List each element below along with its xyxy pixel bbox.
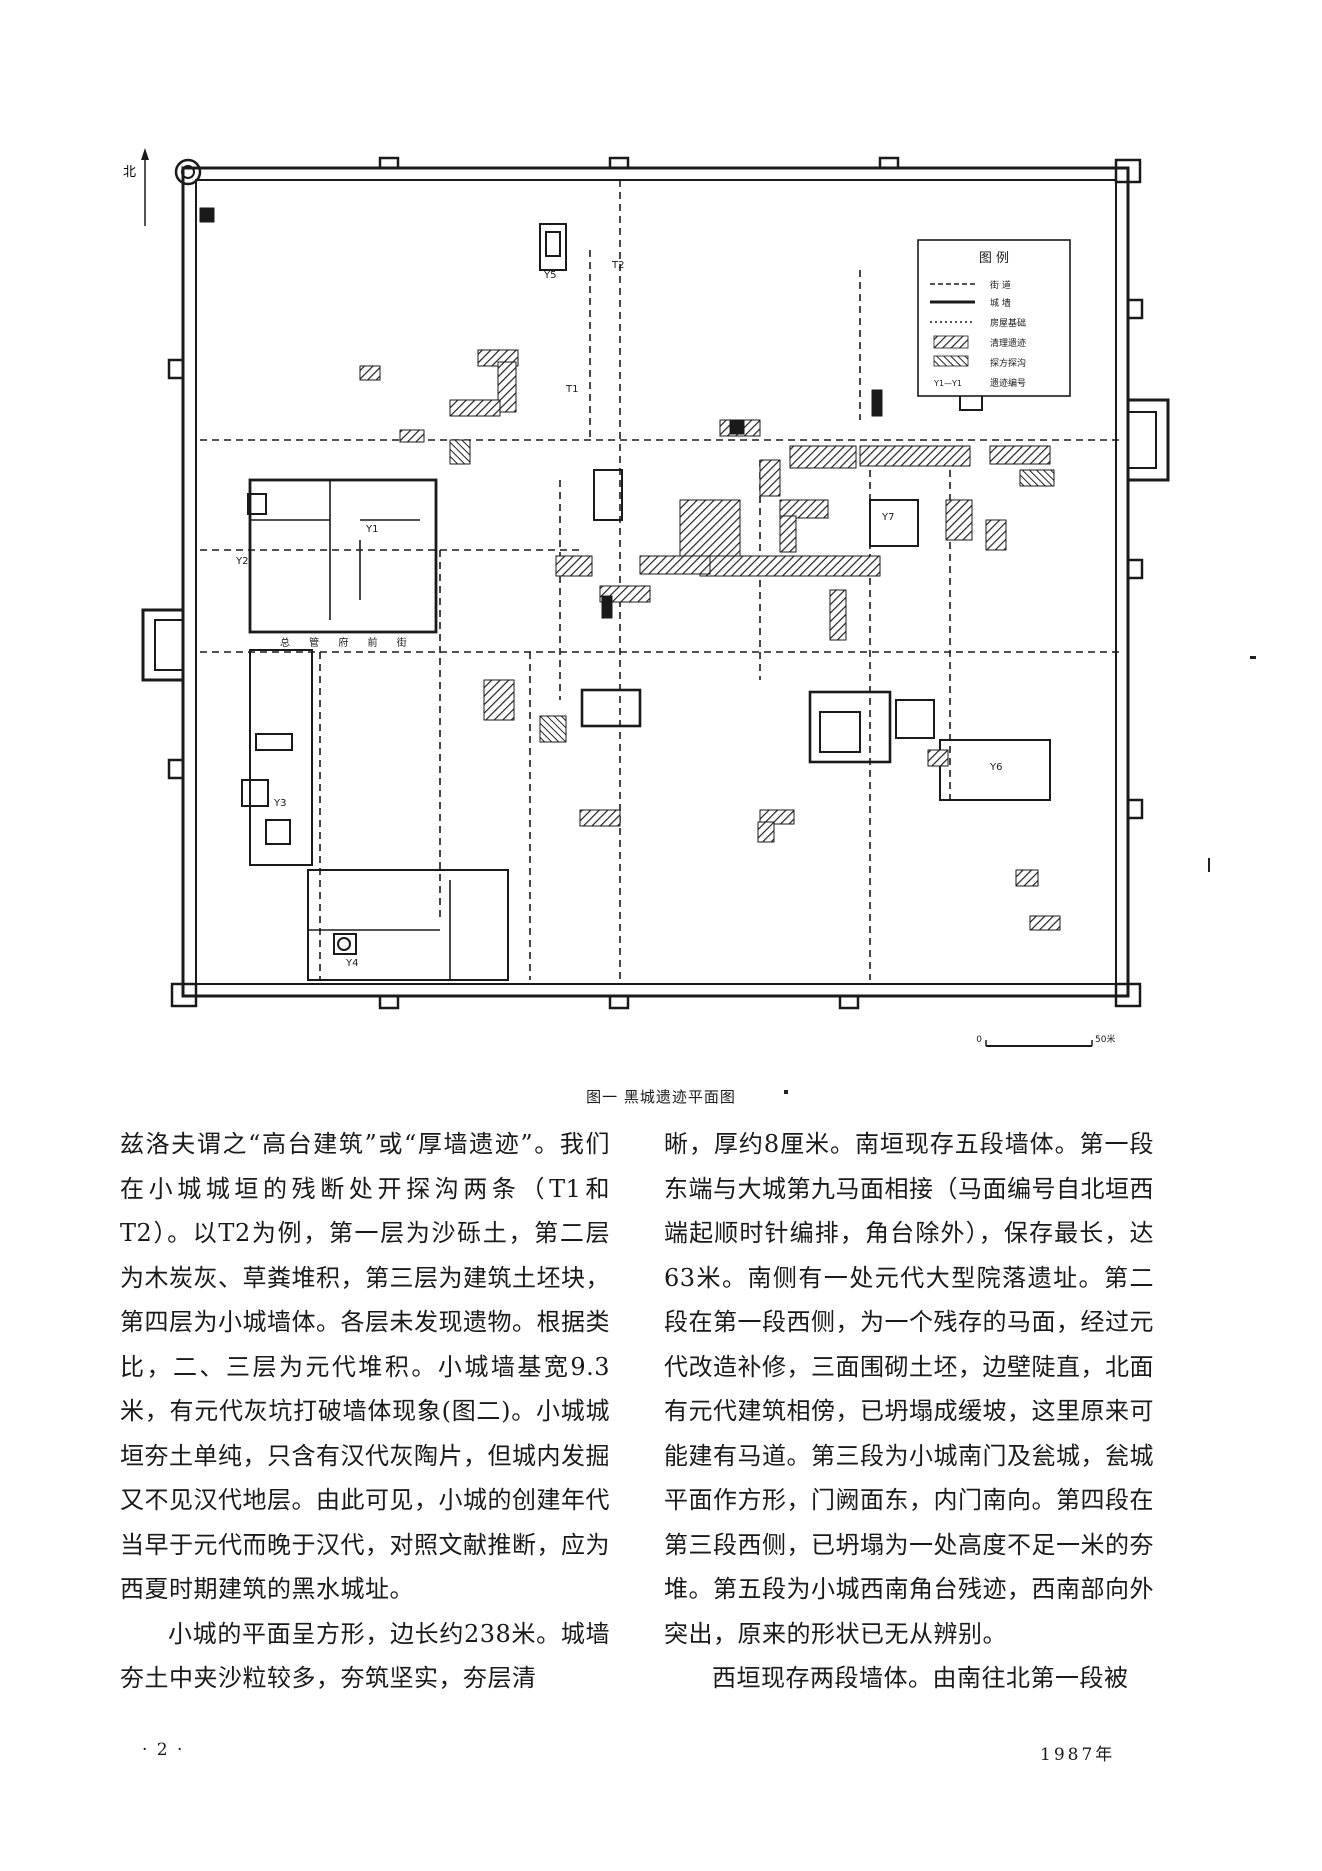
site-label: Y1 (365, 524, 378, 535)
outer-city-wall (141, 156, 1170, 1010)
site-plan-map: 北 (123, 148, 1170, 1047)
site-label: Y6 (989, 762, 1002, 773)
map-legend: 图 例 街 道 城 墙 房屋基础 清理遗迹 探方探沟 Y1—Y1 遗迹编号 (917, 239, 1071, 397)
north-label: 北 (123, 165, 136, 180)
legend-swatch-cleared (933, 335, 969, 349)
building-structures (241, 223, 1051, 955)
legend-swatch-trench (933, 355, 969, 367)
paragraph: 晰，厚约8厘米。南垣现存五段墙体。第一段东端与大城第九马面相接（马面编号自北垣西… (664, 1130, 1154, 1648)
cleared-remains (359, 349, 1061, 931)
north-arrow: 北 (123, 148, 149, 226)
paragraph: 小城的平面呈方形，边长约238米。城墙夯土中夹沙粒较多，夯筑坚实，夯层清 (120, 1619, 610, 1693)
site-label: Y4 (345, 958, 358, 969)
legend-item: 街 道 (990, 279, 1011, 291)
site-label: Y2 (235, 556, 248, 567)
site-label: Y7 (881, 512, 894, 523)
site-labels: Y1 Y2 Y3 Y4 Y5 Y6 Y7 T1 T2 总 管 府 前 街 (235, 260, 1002, 969)
street-label: 总 管 府 前 街 (280, 636, 415, 649)
site-label: Y3 (273, 798, 286, 809)
scale-start: 0 (976, 1035, 982, 1045)
legend-code: Y1—Y1 (933, 379, 962, 388)
legend-item: 房屋基础 (990, 317, 1026, 329)
text-column-right: 晰，厚约8厘米。南垣现存五段墙体。第一段东端与大城第九马面相接（马面编号自北垣西… (664, 1122, 1154, 1701)
scan-speck (784, 1090, 788, 1094)
legend-item: 遗迹编号 (990, 377, 1026, 389)
scale-bar: 0 50米 (976, 1033, 1115, 1047)
site-label: Y5 (543, 270, 556, 281)
legend-item: 清理遗迹 (990, 337, 1026, 349)
inner-city (248, 478, 509, 981)
legend-item: 探方探沟 (990, 357, 1026, 369)
figure-caption: 图一 黑城遗迹平面图 (586, 1088, 736, 1106)
scan-speck (1208, 858, 1210, 872)
scale-end: 50米 (1095, 1033, 1115, 1045)
page-number: · 2 · (142, 1740, 185, 1760)
site-label: T2 (611, 260, 624, 271)
scan-speck (1250, 656, 1256, 659)
text-column-left: 兹洛夫谓之“高台建筑”或“厚墙遗迹”。我们在小城城垣的残断处开探沟两条（T1和T… (120, 1122, 610, 1701)
paragraph: 西垣现存两段墙体。由南往北第一段被 (712, 1664, 1129, 1692)
legend-title: 图 例 (979, 251, 1009, 266)
site-label: T1 (565, 384, 578, 395)
paragraph: 兹洛夫谓之“高台建筑”或“厚墙遗迹”。我们在小城城垣的残断处开探沟两条（T1和T… (120, 1130, 610, 1603)
publication-year: 1987年 (1040, 1745, 1116, 1765)
streets (200, 180, 1120, 980)
legend-item: 城 墙 (990, 297, 1011, 309)
